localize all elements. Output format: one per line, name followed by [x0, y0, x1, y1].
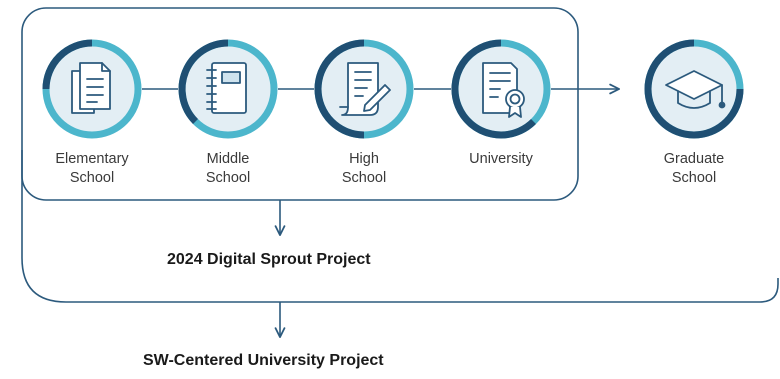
stage-label-line: School [205, 170, 251, 186]
documents-icon [71, 62, 111, 114]
inner-project-frame [21, 7, 579, 201]
stage-label-graduate: Graduate School [629, 150, 759, 188]
stage-label-high: High School [299, 150, 429, 188]
stage-label-line: Middle [206, 151, 250, 167]
document-pen-icon [339, 62, 391, 116]
outer-project-title: SW-Centered University Project [143, 352, 384, 369]
stage-label-line: Elementary [55, 151, 129, 167]
graduation-cap-icon [665, 70, 726, 109]
stage-label-middle: Middle School [163, 150, 293, 188]
stage-label-line: University [469, 151, 533, 167]
outer-project-frame [21, 150, 779, 303]
stage-label-line: School [671, 170, 717, 186]
stage-label-line: School [69, 170, 115, 186]
stage-label-line: School [341, 170, 387, 186]
stage-label-line: High [349, 151, 379, 167]
stage-label-line: Graduate [663, 151, 725, 167]
notebook-icon [206, 62, 247, 114]
certificate-icon [482, 62, 525, 118]
stage-label-university: University [436, 150, 566, 169]
stage-label-elementary: Elementary School [27, 150, 157, 188]
inner-project-title: 2024 Digital Sprout Project [167, 251, 371, 268]
